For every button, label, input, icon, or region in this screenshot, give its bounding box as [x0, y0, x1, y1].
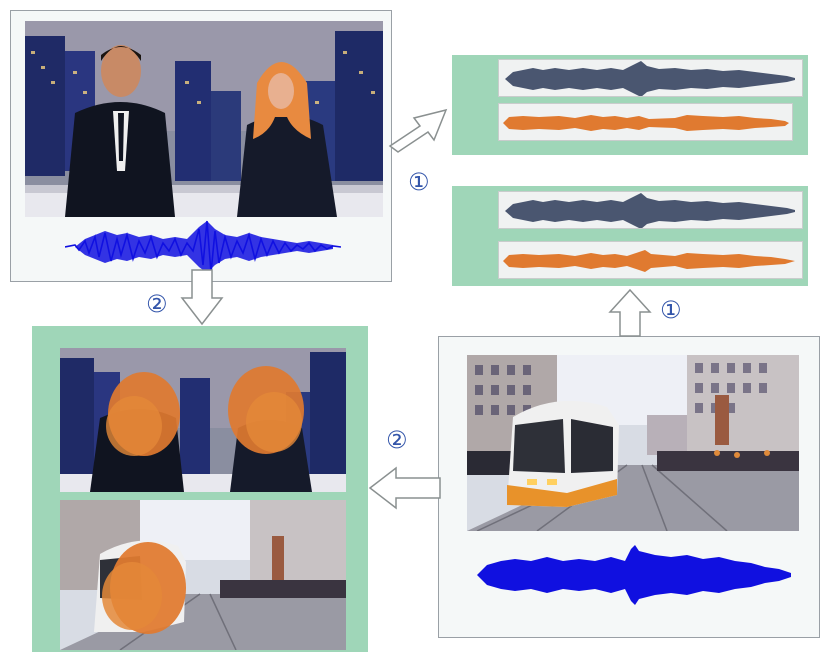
- arrow-right-up-icon: [388, 108, 448, 153]
- tram-street-heatmap-image: [60, 500, 346, 650]
- step-1-label-top: ①: [408, 168, 430, 196]
- step-2-label-bottom: ②: [386, 426, 408, 454]
- middle-separated-audio-panel: [452, 186, 808, 286]
- news-audio-waveform: [65, 219, 341, 275]
- tram-street-image: [467, 355, 799, 531]
- news-source-panel: [10, 10, 392, 282]
- top-separated-audio-panel: [452, 55, 808, 155]
- separated-waveform-track: [498, 241, 803, 279]
- tram-source-panel: [438, 336, 820, 638]
- step-2-label-left: ②: [146, 290, 168, 318]
- mixture-waveform-track: [498, 191, 803, 229]
- arrow-up-icon: [608, 288, 652, 337]
- separated-waveform-track: [498, 103, 793, 141]
- tram-audio-waveform: [475, 543, 795, 607]
- arrow-down-icon: [180, 269, 224, 326]
- mixture-waveform-track: [498, 59, 803, 97]
- arrow-left-icon: [368, 466, 441, 510]
- localization-output-panel: [32, 326, 368, 652]
- step-1-label-right: ①: [660, 296, 682, 324]
- news-anchors-image: [25, 21, 383, 217]
- news-anchors-heatmap-image: [60, 348, 346, 492]
